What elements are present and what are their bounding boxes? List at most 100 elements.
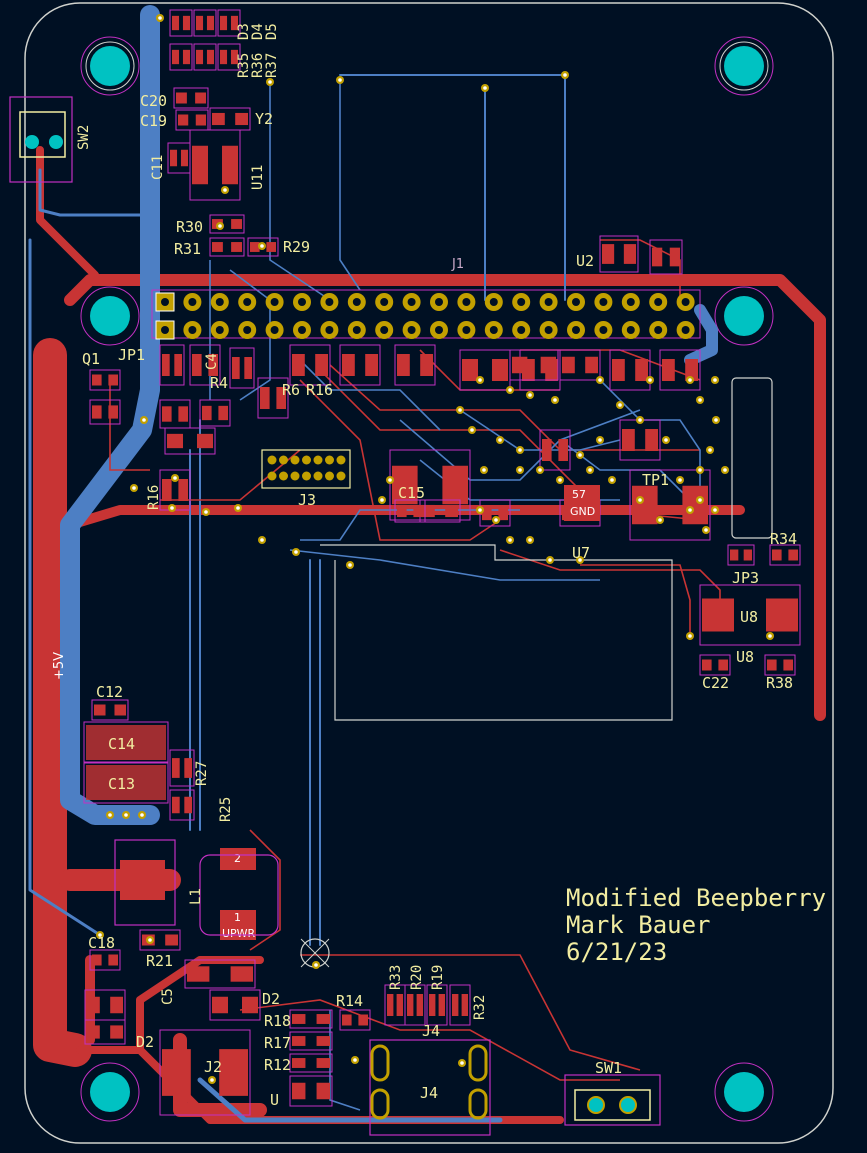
usb-connector-j4: [369, 1039, 491, 1136]
pad-l4-2: 2: [220, 848, 256, 870]
footprint-courtyard: [449, 984, 471, 1026]
footprint-courtyard: [257, 377, 289, 419]
via-drill: [598, 438, 602, 442]
label-D2b: D2: [136, 1033, 154, 1051]
label-R16: R16: [306, 381, 333, 399]
via-drill: [218, 224, 222, 228]
title-line-3: 6/21/23: [566, 938, 667, 966]
svg-text:C13: C13: [108, 775, 135, 793]
footprint-courtyard: [769, 544, 801, 566]
footprint-pad: [192, 354, 202, 376]
j3-pin: [279, 471, 288, 481]
via-drill: [380, 498, 384, 502]
footprint-pad: [110, 1025, 123, 1039]
label-C20: C20: [140, 92, 167, 110]
footprint-pad: [397, 504, 407, 518]
header-pin-hole: [352, 326, 361, 334]
footprint-pad: [622, 429, 635, 451]
footprint-pad: [222, 145, 238, 185]
footprint-pad: [585, 356, 598, 374]
footprint-pad: [542, 439, 552, 461]
j3-pin: [267, 471, 277, 481]
footprint-courtyard: [159, 1029, 251, 1116]
via-drill: [708, 448, 712, 452]
header-pin-hole: [325, 298, 334, 306]
footprint-pad: [172, 758, 180, 778]
footprint-pad: [170, 149, 178, 167]
footprint-pad: [442, 465, 468, 505]
label-D3: D3: [236, 23, 252, 40]
via-drill: [108, 813, 112, 817]
footprint-pad: [162, 406, 172, 422]
footprint-pad: [365, 354, 378, 376]
via-drill: [548, 558, 552, 562]
j3-pin: [325, 455, 334, 465]
footprint-pad: [110, 996, 123, 1014]
header-pin-hole: [407, 326, 416, 334]
via-drill: [658, 518, 662, 522]
mounting-hole-bottom-right: [714, 1062, 774, 1122]
footprint-courtyard: [217, 43, 241, 71]
footprint-pad: [558, 439, 568, 461]
footprint-pad: [420, 354, 433, 376]
footprint-pad: [220, 15, 228, 31]
via-drill: [588, 468, 592, 472]
via-drill: [494, 518, 498, 522]
footprint-pad: [195, 114, 206, 126]
footprint-courtyard: [404, 984, 426, 1026]
label-JP1: JP1: [118, 346, 145, 364]
header-pin-hole: [380, 298, 389, 306]
via-drill: [173, 476, 177, 480]
via-drill: [768, 634, 772, 638]
header-pin-hole: [462, 298, 471, 306]
header-pin-hole: [243, 326, 252, 334]
footprint-pad: [108, 374, 118, 386]
label-D2: D2: [262, 990, 280, 1008]
label-R19: R19: [430, 965, 446, 990]
footprint-pad: [623, 244, 636, 264]
inductor-l1-package: [114, 839, 176, 926]
label-U11: U11: [250, 165, 266, 190]
via-drill: [132, 486, 136, 490]
footprint-courtyard: [426, 984, 448, 1026]
footprint-pad: [730, 549, 739, 561]
footprint-courtyard: [209, 989, 261, 1021]
net-label-5v: +5V: [52, 652, 67, 680]
label-SW1: SW1: [595, 1059, 622, 1077]
label-R4: R4: [210, 374, 228, 392]
smd-components: [84, 9, 801, 1116]
footprint-pad: [242, 996, 258, 1014]
footprint-courtyard: [209, 214, 245, 234]
footprint-pad: [292, 1036, 306, 1046]
label-R12: R12: [264, 1056, 291, 1074]
footprint-pad: [182, 15, 190, 31]
footprint-pad: [182, 49, 190, 65]
footprint-courtyard: [599, 235, 639, 273]
header-pin-hole: [489, 326, 498, 334]
via-drill: [98, 933, 102, 937]
via-drill: [223, 188, 227, 192]
j3-pin: [290, 455, 300, 465]
footprint-pad: [772, 549, 782, 561]
via-drill: [478, 508, 482, 512]
j3-pin: [290, 471, 300, 481]
footprint-pad: [230, 966, 253, 982]
footprint-pad: [392, 465, 418, 505]
footprint-pad: [387, 994, 394, 1016]
footprint-courtyard: [289, 1075, 333, 1107]
footprint-pad: [176, 92, 187, 104]
header-pin-hole: [161, 326, 169, 334]
via-drill: [713, 508, 717, 512]
footprint-pad: [219, 1049, 248, 1096]
footprint-courtyard: [139, 929, 181, 951]
footprint-pad: [540, 356, 556, 374]
footprint-pad: [788, 549, 798, 561]
capacitor-c14: C14: [83, 721, 169, 764]
header-pin-hole: [325, 326, 334, 334]
via-drill: [388, 478, 392, 482]
label-J2: J2: [204, 1058, 222, 1076]
footprint-pad: [685, 359, 698, 381]
via-drill: [698, 398, 702, 402]
footprint-pad: [165, 934, 178, 946]
footprint-courtyard: [193, 9, 217, 37]
